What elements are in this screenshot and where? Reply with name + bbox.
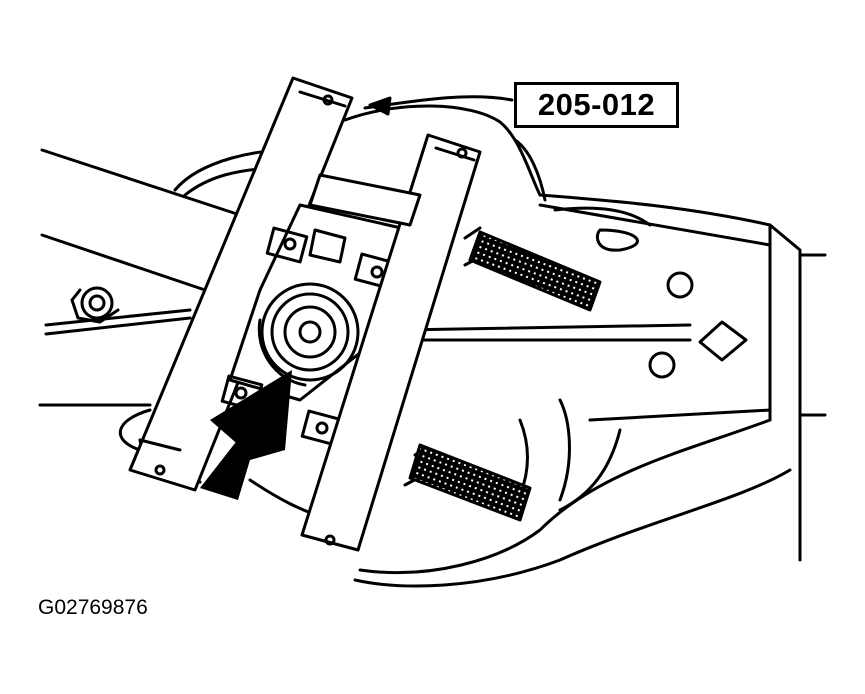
brake-fitting bbox=[44, 286, 192, 336]
pinion-flange bbox=[220, 203, 412, 447]
knurled-rod-upper bbox=[468, 230, 602, 312]
knurled-rod-lower bbox=[408, 443, 532, 522]
tool-number-label: 205-012 bbox=[514, 82, 679, 128]
axle-tube-left bbox=[38, 148, 242, 407]
puller-arm-right bbox=[300, 133, 482, 552]
yoke-flange bbox=[538, 203, 772, 422]
callout-leader bbox=[363, 95, 514, 116]
puller-crossbar bbox=[308, 173, 422, 227]
arrow-icon bbox=[200, 370, 292, 500]
figure-id: G02769876 bbox=[38, 596, 148, 619]
puller-arm-left bbox=[128, 76, 354, 492]
